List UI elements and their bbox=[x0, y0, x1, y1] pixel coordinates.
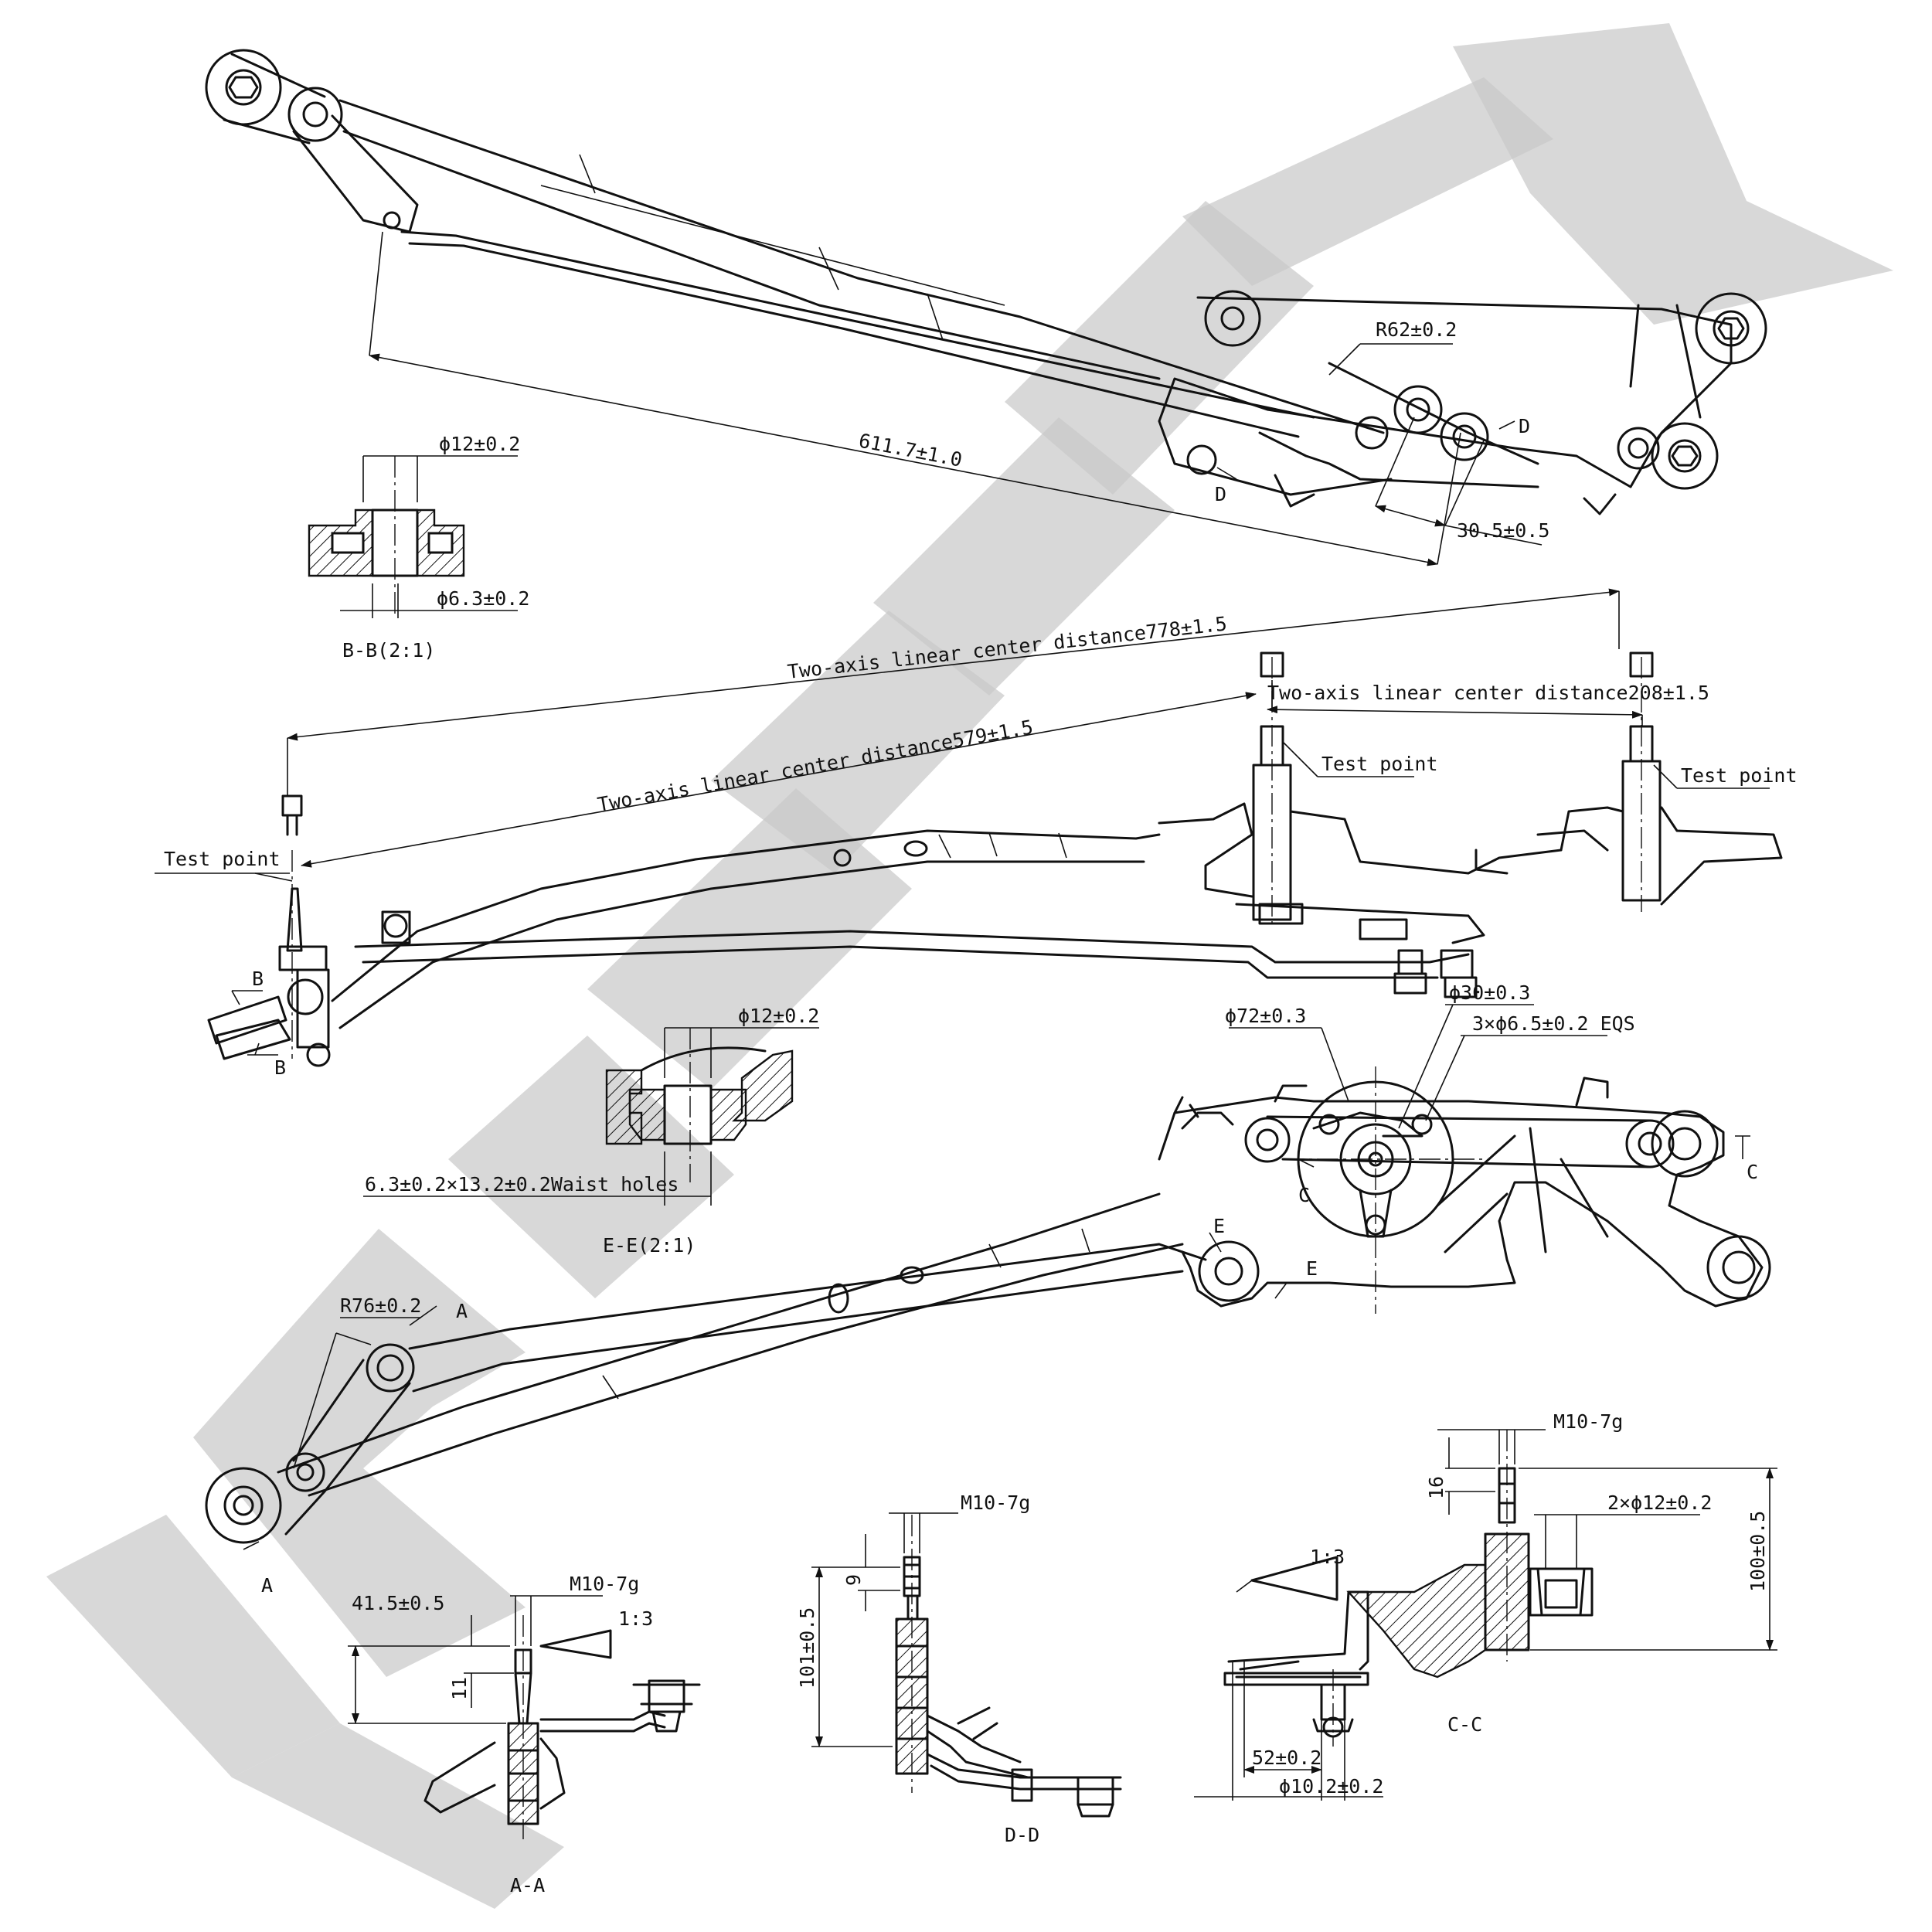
top-offset-label: 30.5±0.5 bbox=[1457, 519, 1549, 542]
bb-outer-bore-label: ϕ12±0.2 bbox=[439, 433, 520, 455]
ee-slot-label: 6.3±0.2×13.2±0.2Waist holes bbox=[365, 1173, 679, 1196]
cc-pin-label: ϕ10.2±0.2 bbox=[1279, 1775, 1383, 1798]
top-length-label: 611.7±1.0 bbox=[857, 429, 964, 471]
section-e-top-mark: E bbox=[1213, 1215, 1225, 1237]
dd-height-label: 101±0.5 bbox=[796, 1607, 818, 1689]
section-a-top-mark: A bbox=[456, 1300, 468, 1322]
cc-taper-label: 1:3 bbox=[1310, 1546, 1345, 1568]
section-c-right-mark: C bbox=[1747, 1161, 1758, 1183]
dd-thread-length-label: 9 bbox=[842, 1574, 865, 1586]
section-b-top-mark: B bbox=[252, 968, 264, 990]
dist-208-label: Two-axis linear center distance208±1.5 bbox=[1267, 682, 1709, 704]
section-c-left-mark: C bbox=[1298, 1184, 1310, 1206]
bottom-view-dimensions bbox=[243, 1004, 1750, 1550]
holes-label: 3×ϕ6.5±0.2 EQS bbox=[1472, 1012, 1635, 1035]
aa-height-label: 41.5±0.5 bbox=[352, 1592, 444, 1614]
test-point-mid-label: Test point bbox=[1321, 753, 1438, 775]
section-e-bottom-mark: E bbox=[1306, 1257, 1318, 1280]
cc-height-label: 100±0.5 bbox=[1747, 1511, 1769, 1592]
dd-thread-label: M10-7g bbox=[961, 1492, 1030, 1514]
pilot-diameter-label: ϕ30±0.3 bbox=[1449, 981, 1530, 1004]
top-view-dimensions bbox=[369, 231, 1543, 566]
section-aa-drawing bbox=[348, 1595, 701, 1839]
cc-caption: C-C bbox=[1447, 1713, 1482, 1736]
top-radius-label: R62±0.2 bbox=[1376, 318, 1457, 341]
cc-offset-label: 52±0.2 bbox=[1252, 1747, 1321, 1769]
dd-caption: D-D bbox=[1005, 1824, 1039, 1846]
ee-caption: E-E(2:1) bbox=[603, 1234, 696, 1257]
aa-caption: A-A bbox=[510, 1874, 545, 1896]
bb-caption: B-B(2:1) bbox=[342, 639, 435, 662]
motor-flange-label: ϕ72±0.3 bbox=[1225, 1005, 1306, 1027]
bottom-view-linkage bbox=[205, 1066, 1771, 1544]
middle-view-dimensions bbox=[155, 588, 1770, 1056]
aa-thread-length-label: 11 bbox=[448, 1677, 471, 1700]
section-d-bottom-mark: D bbox=[1215, 483, 1226, 505]
test-point-left-label: Test point bbox=[164, 848, 281, 870]
cc-thread-label: M10-7g bbox=[1553, 1410, 1623, 1433]
cc-thread-length-label: 16 bbox=[1425, 1476, 1447, 1499]
section-ee-drawing bbox=[363, 1027, 819, 1206]
section-a-bottom-mark: A bbox=[261, 1574, 273, 1597]
section-dd-drawing bbox=[811, 1512, 1122, 1818]
ee-bore-label: ϕ12±0.2 bbox=[738, 1005, 819, 1027]
test-point-right-label: Test point bbox=[1681, 764, 1798, 787]
section-cc-drawing bbox=[1194, 1429, 1777, 1801]
section-d-top-mark: D bbox=[1519, 415, 1530, 437]
aa-taper-label: 1:3 bbox=[618, 1607, 653, 1630]
section-b-bottom-mark: B bbox=[274, 1056, 286, 1079]
aa-thread-label: M10-7g bbox=[570, 1573, 639, 1595]
bottom-radius-label: R76±0.2 bbox=[340, 1294, 421, 1317]
bb-inner-bore-label: ϕ6.3±0.2 bbox=[437, 587, 529, 610]
middle-view-linkage bbox=[207, 651, 1783, 1067]
cc-bores-label: 2×ϕ12±0.2 bbox=[1607, 1492, 1712, 1514]
